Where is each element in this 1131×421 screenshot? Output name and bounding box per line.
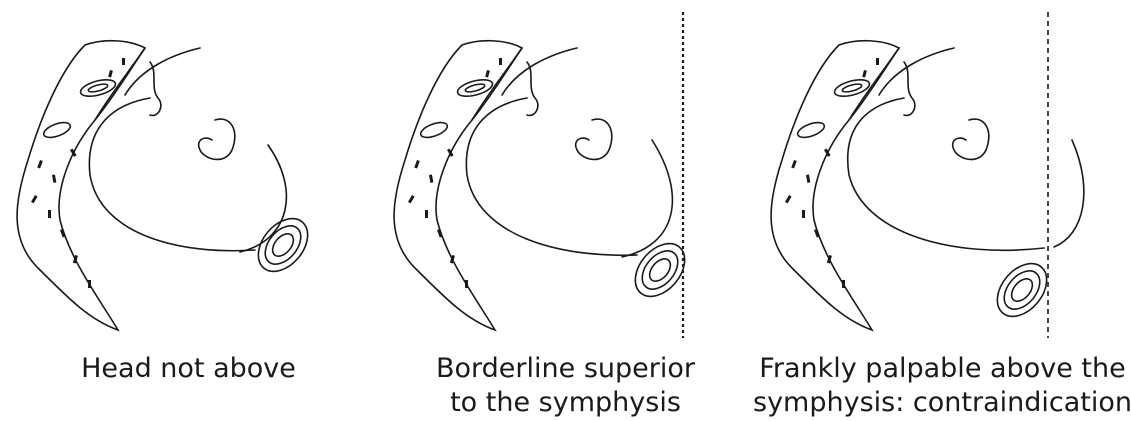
caption: Head not above [0, 352, 377, 386]
anatomy-illustration [377, 0, 754, 340]
fetal-head [848, 98, 1044, 250]
sacrum-outline [394, 41, 522, 330]
anatomy-illustration [754, 0, 1131, 340]
pelvic-curve [502, 48, 577, 95]
panel-frankly-palpable: Frankly palpable above the symphysis: co… [754, 0, 1131, 421]
panel-borderline-superior: Borderline superior to the symphysis [377, 0, 754, 421]
caption: Frankly palpable above the symphysis: co… [746, 352, 1131, 420]
ear [576, 119, 612, 159]
sacrum-outline [771, 41, 899, 330]
caption: Borderline superior to the symphysis [377, 352, 754, 420]
panel-head-not-above: Head not above [0, 0, 377, 421]
pelvic-curve [125, 48, 200, 95]
caption-line-1: Frankly palpable above the [746, 352, 1131, 386]
fetal-head [89, 98, 255, 251]
pelvic-curve [879, 48, 954, 95]
caption-line-2: to the symphysis [377, 386, 754, 420]
fetal-head [466, 98, 637, 255]
sacrum-outline [17, 41, 145, 330]
caption-line-1: Head not above [0, 352, 377, 386]
caption-line-2: symphysis: contraindication [746, 386, 1131, 420]
caption-line-1: Borderline superior [377, 352, 754, 386]
ear [199, 119, 235, 159]
anatomy-illustration [0, 0, 377, 340]
ear [953, 119, 989, 159]
